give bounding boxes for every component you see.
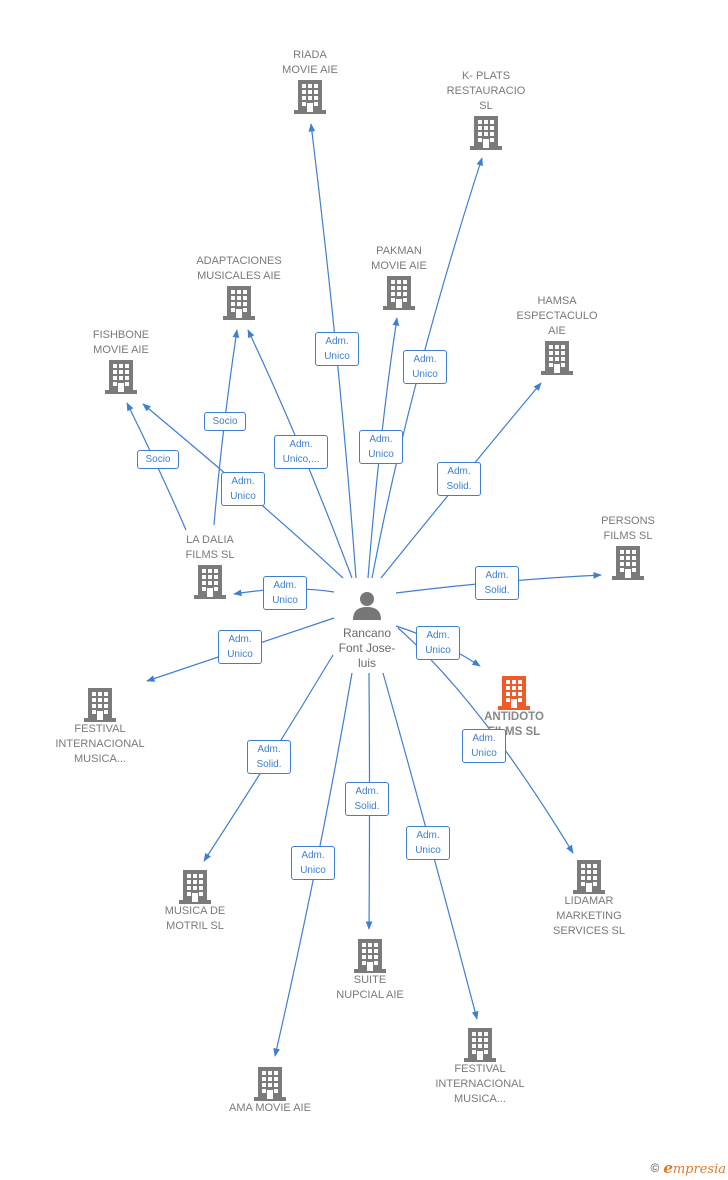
building-icon [498, 676, 530, 710]
company-label: FESTIVAL INTERNACIONAL MUSICA... [435, 1063, 525, 1105]
company-label: RIADA MOVIE AIE [282, 49, 338, 76]
building-icon [464, 1028, 496, 1062]
copyright-symbol: © [650, 1161, 660, 1175]
company-label: LA DALIA FILMS SL [185, 534, 235, 561]
building-icon [84, 688, 116, 722]
company-festival1[interactable]: FESTIVAL INTERNACIONAL MUSICA... [40, 686, 160, 767]
company-label: PERSONS FILMS SL [601, 515, 655, 542]
company-pakman[interactable]: PAKMAN MOVIE AIE [339, 244, 459, 310]
company-ladalia[interactable]: LA DALIA FILMS SL [150, 533, 270, 599]
relation-badge[interactable]: Adm. Unico [315, 332, 359, 366]
company-musicamotril[interactable]: MUSICA DE MOTRIL SL [135, 868, 255, 934]
company-label: FISHBONE MOVIE AIE [92, 329, 150, 356]
relation-badge[interactable]: Adm. Unico [403, 350, 447, 384]
person-label[interactable]: Rancano Font Jose- luis [338, 626, 396, 670]
relation-badge[interactable]: Adm. Unico [406, 826, 450, 860]
company-label: AMA MOVIE AIE [229, 1102, 311, 1114]
company-persons[interactable]: PERSONS FILMS SL [568, 514, 688, 580]
building-icon [179, 870, 211, 904]
company-riada[interactable]: RIADA MOVIE AIE [250, 48, 370, 114]
building-icon [105, 360, 137, 394]
building-icon [541, 341, 573, 375]
building-icon [223, 286, 255, 320]
company-label: ADAPTACIONES MUSICALES AIE [196, 255, 282, 282]
building-icon [470, 116, 502, 150]
relation-badge[interactable]: Adm. Unico [218, 630, 262, 664]
company-fishbone[interactable]: FISHBONE MOVIE AIE [61, 328, 181, 394]
relation-badge[interactable]: Adm. Solid. [437, 462, 481, 496]
company-lidamar[interactable]: LIDAMAR MARKETING SERVICES SL [529, 858, 649, 939]
company-label: HAMSA ESPECTACULO AIE [516, 295, 598, 337]
relation-badge[interactable]: Adm. Unico [263, 576, 307, 610]
relation-badge[interactable]: Adm. Solid. [247, 740, 291, 774]
company-ama[interactable]: AMA MOVIE AIE [210, 1065, 330, 1116]
relation-badge[interactable]: Adm. Unico [416, 626, 460, 660]
company-hamsa[interactable]: HAMSA ESPECTACULO AIE [497, 294, 617, 375]
company-label: SUITE NUPCIAL AIE [336, 974, 404, 1001]
company-label: MUSICA DE MOTRIL SL [164, 905, 226, 932]
relation-badge[interactable]: Adm. Unico [221, 472, 265, 506]
building-icon [294, 80, 326, 114]
brand-logo: empresia [663, 1159, 726, 1177]
company-suite[interactable]: SUITE NUPCIAL AIE [310, 937, 430, 1003]
relation-badge[interactable]: Adm. Unico [462, 729, 506, 763]
relation-badge[interactable]: Socio [137, 450, 179, 469]
relation-badge[interactable]: Adm. Solid. [345, 782, 389, 816]
company-kplats[interactable]: K- PLATS RESTAURACIO SL [426, 69, 546, 150]
company-label: LIDAMAR MARKETING SERVICES SL [553, 895, 625, 937]
building-icon [194, 565, 226, 599]
company-label: PAKMAN MOVIE AIE [371, 245, 427, 272]
building-icon [383, 276, 415, 310]
company-label: FESTIVAL INTERNACIONAL MUSICA... [55, 723, 145, 765]
relation-badge[interactable]: Adm. Unico,... [274, 435, 328, 469]
building-icon [573, 860, 605, 894]
company-festival2[interactable]: FESTIVAL INTERNACIONAL MUSICA... [420, 1026, 540, 1107]
building-icon [354, 939, 386, 973]
relation-badge[interactable]: Adm. Solid. [475, 566, 519, 600]
building-icon [254, 1067, 286, 1101]
relation-badge[interactable]: Socio [204, 412, 246, 431]
credit: © empresia [650, 1159, 726, 1177]
person-icon [353, 592, 381, 620]
company-adaptaciones[interactable]: ADAPTACIONES MUSICALES AIE [174, 254, 304, 320]
relation-badge[interactable]: Adm. Unico [359, 430, 403, 464]
relation-badge[interactable]: Adm. Unico [291, 846, 335, 880]
building-icon [612, 546, 644, 580]
company-label: K- PLATS RESTAURACIO SL [446, 70, 526, 112]
